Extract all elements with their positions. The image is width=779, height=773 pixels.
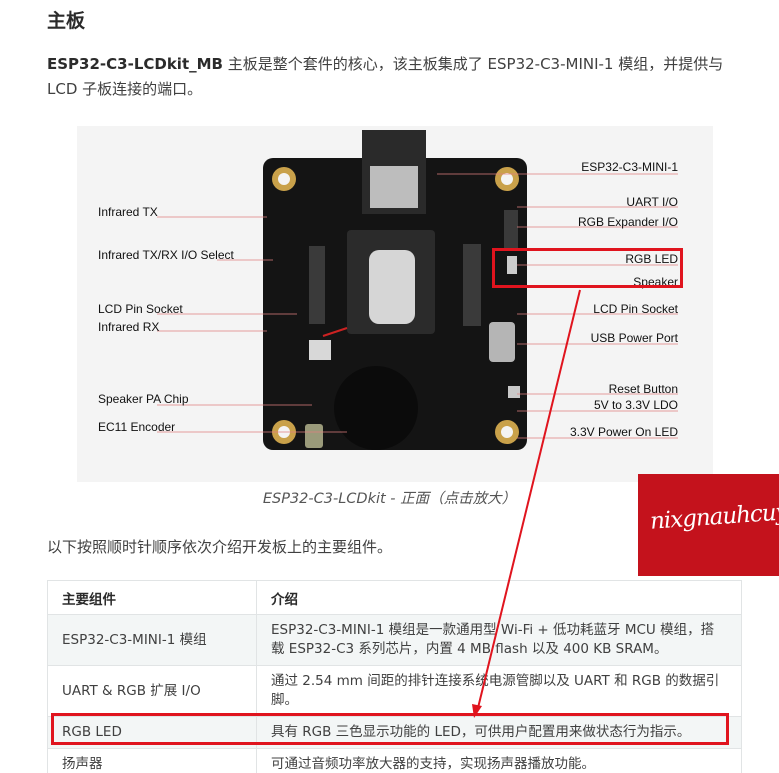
section-heading: 主板: [47, 10, 86, 32]
board-name: ESP32-C3-LCDkit_MB: [47, 55, 223, 73]
table-header-row: 主要组件 介绍: [47, 580, 742, 615]
intro-paragraph: ESP32-C3-LCDkit_MB 主板是整个套件的核心，该主板集成了 ESP…: [47, 52, 747, 102]
stamp-text: nixgnauhcuy: [649, 499, 779, 535]
component-desc: 可通过音频功率放大器的支持，实现扬声器播放功能。: [256, 748, 742, 773]
header-description: 介绍: [256, 580, 742, 615]
label-rgb-expander-io: RGB Expander I/O: [577, 215, 678, 229]
rgb-led: [507, 256, 517, 274]
label-rgb-led: RGB LED: [625, 252, 678, 266]
label-speaker-pa-chip: Speaker PA Chip: [98, 392, 189, 406]
component-name: 扬声器: [47, 748, 257, 773]
intro-text: 主板是整个套件的核心，该主板集成了 ESP32-C3-MINI-1 模组，并提供…: [47, 55, 724, 98]
label-ec11-encoder: EC11 Encoder: [98, 420, 176, 434]
label-lcd-pin-socket-left: LCD Pin Socket: [98, 302, 183, 316]
watermark-stamp: nixgnauhcuy: [638, 474, 779, 576]
component-desc: 通过 2.54 mm 间距的排针连接系统电源管脚以及 UART 和 RGB 的数…: [256, 665, 742, 717]
component-desc: ESP32-C3-MINI-1 模组是一款通用型 Wi-Fi + 低功耗蓝牙 M…: [256, 614, 742, 666]
usb-port: [489, 322, 515, 362]
component-name: ESP32-C3-MINI-1 模组: [47, 614, 257, 666]
board-figure[interactable]: Infrared TX Infrared TX/RX I/O Select LC…: [77, 126, 713, 482]
label-esp32-c3-mini: ESP32-C3-MINI-1: [581, 160, 678, 174]
speaker: [369, 250, 415, 324]
table-row: 扬声器 可通过音频功率放大器的支持，实现扬声器播放功能。: [47, 748, 742, 773]
components-intro: 以下按照顺时针顺序依次介绍开发板上的主要组件。: [47, 538, 393, 556]
label-lcd-pin-socket-right: LCD Pin Socket: [593, 302, 678, 316]
encoder-knob: [334, 366, 418, 450]
label-usb-power-port: USB Power Port: [590, 331, 678, 345]
table-row: ESP32-C3-MINI-1 模组 ESP32-C3-MINI-1 模组是一款…: [47, 614, 742, 666]
label-infrared-select: Infrared TX/RX I/O Select: [98, 248, 234, 262]
label-uart-io: UART I/O: [626, 195, 678, 209]
label-power-on-led: 3.3V Power On LED: [569, 425, 678, 439]
label-ldo: 5V to 3.3V LDO: [593, 398, 678, 412]
rgb-led-row-highlight-box: [51, 713, 729, 745]
label-infrared-rx: Infrared RX: [98, 320, 160, 334]
component-name: UART & RGB 扩展 I/O: [47, 665, 257, 717]
figure-caption[interactable]: ESP32-C3-LCDkit - 正面（点击放大）: [262, 491, 517, 507]
header-component: 主要组件: [47, 580, 257, 615]
label-reset-button: Reset Button: [608, 382, 678, 396]
label-infrared-tx: Infrared TX: [98, 205, 158, 219]
board-illustration: [77, 126, 713, 482]
rgb-led-highlight-box: [492, 248, 683, 288]
table-row: UART & RGB 扩展 I/O 通过 2.54 mm 间距的排针连接系统电源…: [47, 665, 742, 717]
